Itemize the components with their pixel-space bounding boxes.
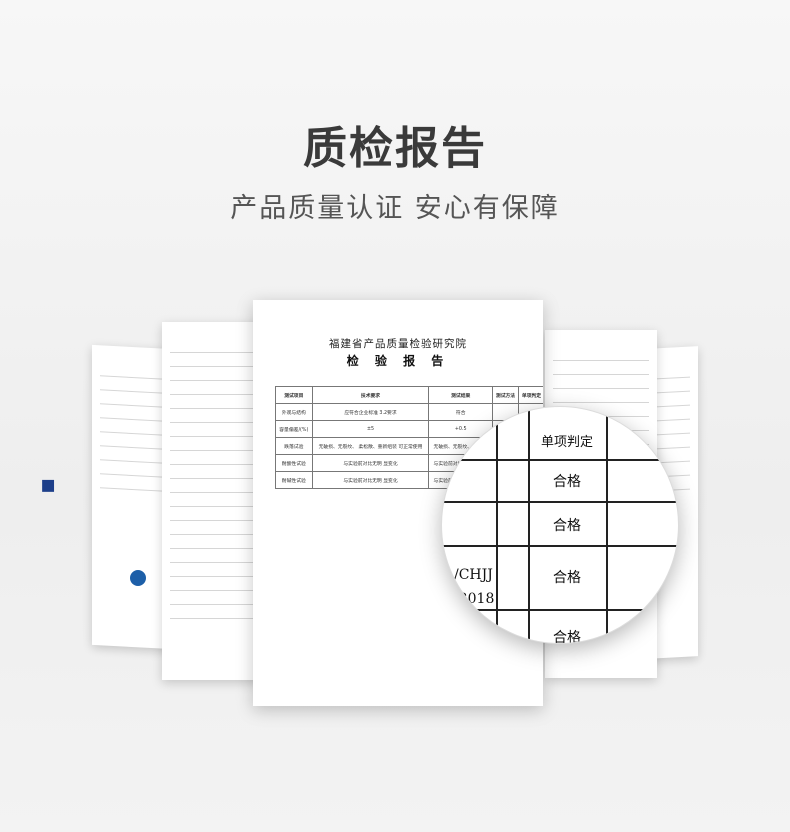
table-cell: 容量偏差/(%) [275, 420, 313, 438]
result-cell: 合格 [553, 518, 581, 534]
result-cell: 合格 [553, 474, 581, 490]
page-title: 质检报告 [303, 123, 487, 174]
result-column-header: 单项判定 [540, 435, 593, 450]
table-cell: 应符合企业标准 3.2要求 [311, 403, 430, 421]
table-cell: ±5 [311, 420, 430, 438]
table-cell: 与实验前对比无明 显变化 [311, 454, 430, 472]
report-institute: 福建省产品质量检验研究院 [329, 338, 467, 350]
table-cell: 耐酸性试验 [275, 454, 313, 472]
table-cell: 无破损、无裂纹、 柔松散、重新组装 可正常使用 [311, 437, 430, 455]
column-header: 测试项目 [275, 386, 313, 404]
table-grid-line [442, 609, 678, 611]
sheet-lines [170, 352, 294, 650]
standard-code: /CHJJ [454, 567, 493, 583]
table-cell: 与实验前对比无明 显变化 [311, 471, 430, 489]
table-row: 外观与结构 应符合企业标准 3.2要求 符合 合格 [275, 403, 543, 421]
result-column [528, 407, 608, 643]
column-header: 测试方法 [492, 386, 519, 404]
table-cell: 符合 [428, 403, 494, 421]
table-grid-line [442, 545, 678, 547]
column-header: 单项判定 [517, 386, 543, 404]
result-cell: 合格 [553, 630, 581, 644]
column-header: 技术要求 [311, 386, 430, 404]
column-header: 测试结果 [428, 386, 494, 404]
table-cell: 耐碱性试验 [275, 471, 313, 489]
table-header-row: 测试项目 技术要求 测试结果 测试方法 单项判定 [275, 386, 543, 404]
table-grid-line [442, 459, 678, 461]
magnifier-lens: 单项判定 合格 合格 合格 合格 /CHJJ -2018 [441, 406, 679, 644]
table-cell: 跌落试验 [275, 437, 313, 455]
certification-stamp-icon: ▪ [40, 470, 57, 498]
result-cell: 合格 [553, 570, 581, 586]
institute-logo-icon [130, 570, 146, 586]
page-subtitle: 产品质量认证 安心有保障 [230, 193, 560, 224]
table-grid-line [442, 501, 678, 503]
table-cell: 外观与结构 [275, 403, 313, 421]
standard-year: -2018 [454, 591, 495, 607]
report-title: 检 验 报 告 [346, 354, 450, 368]
table-grid-line [496, 407, 498, 643]
